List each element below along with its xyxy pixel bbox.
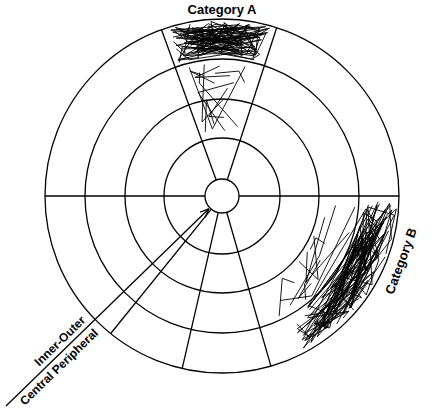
category-label: Category B [382, 224, 421, 298]
hatching [171, 22, 396, 349]
hatch-stroke [183, 23, 246, 46]
sector-line [239, 195, 399, 196]
hatch-stroke [306, 217, 325, 282]
hatch-stroke [309, 223, 379, 315]
sector-line [111, 209, 212, 333]
hatch-stroke [337, 214, 365, 296]
hatch-stroke [280, 207, 355, 300]
hatch-stroke [189, 66, 245, 129]
hatch-stroke [334, 204, 390, 315]
center-circle [205, 179, 239, 213]
hatch-stroke [176, 30, 256, 59]
hatch-stroke [337, 207, 395, 324]
outer-ring [45, 19, 399, 373]
hatch-stroke [279, 278, 294, 316]
hatch-stroke [218, 29, 268, 41]
hatch-stroke [297, 272, 374, 337]
hatch-stroke [202, 64, 223, 122]
hatch-stroke [173, 24, 257, 54]
category-label: Category A [186, 2, 259, 17]
hatch-stroke [195, 66, 230, 78]
sector-line [45, 195, 205, 196]
hatch-stroke [205, 100, 214, 132]
sector-line [182, 213, 218, 369]
leader-arrow [6, 209, 208, 406]
concentric-rings [45, 19, 399, 373]
hatch-stroke [305, 233, 350, 300]
hatch-stroke [317, 209, 396, 337]
hatch-stroke [209, 88, 227, 117]
sector-line [227, 212, 271, 366]
hatch-stroke [290, 206, 336, 306]
hatch-stroke [191, 27, 252, 45]
